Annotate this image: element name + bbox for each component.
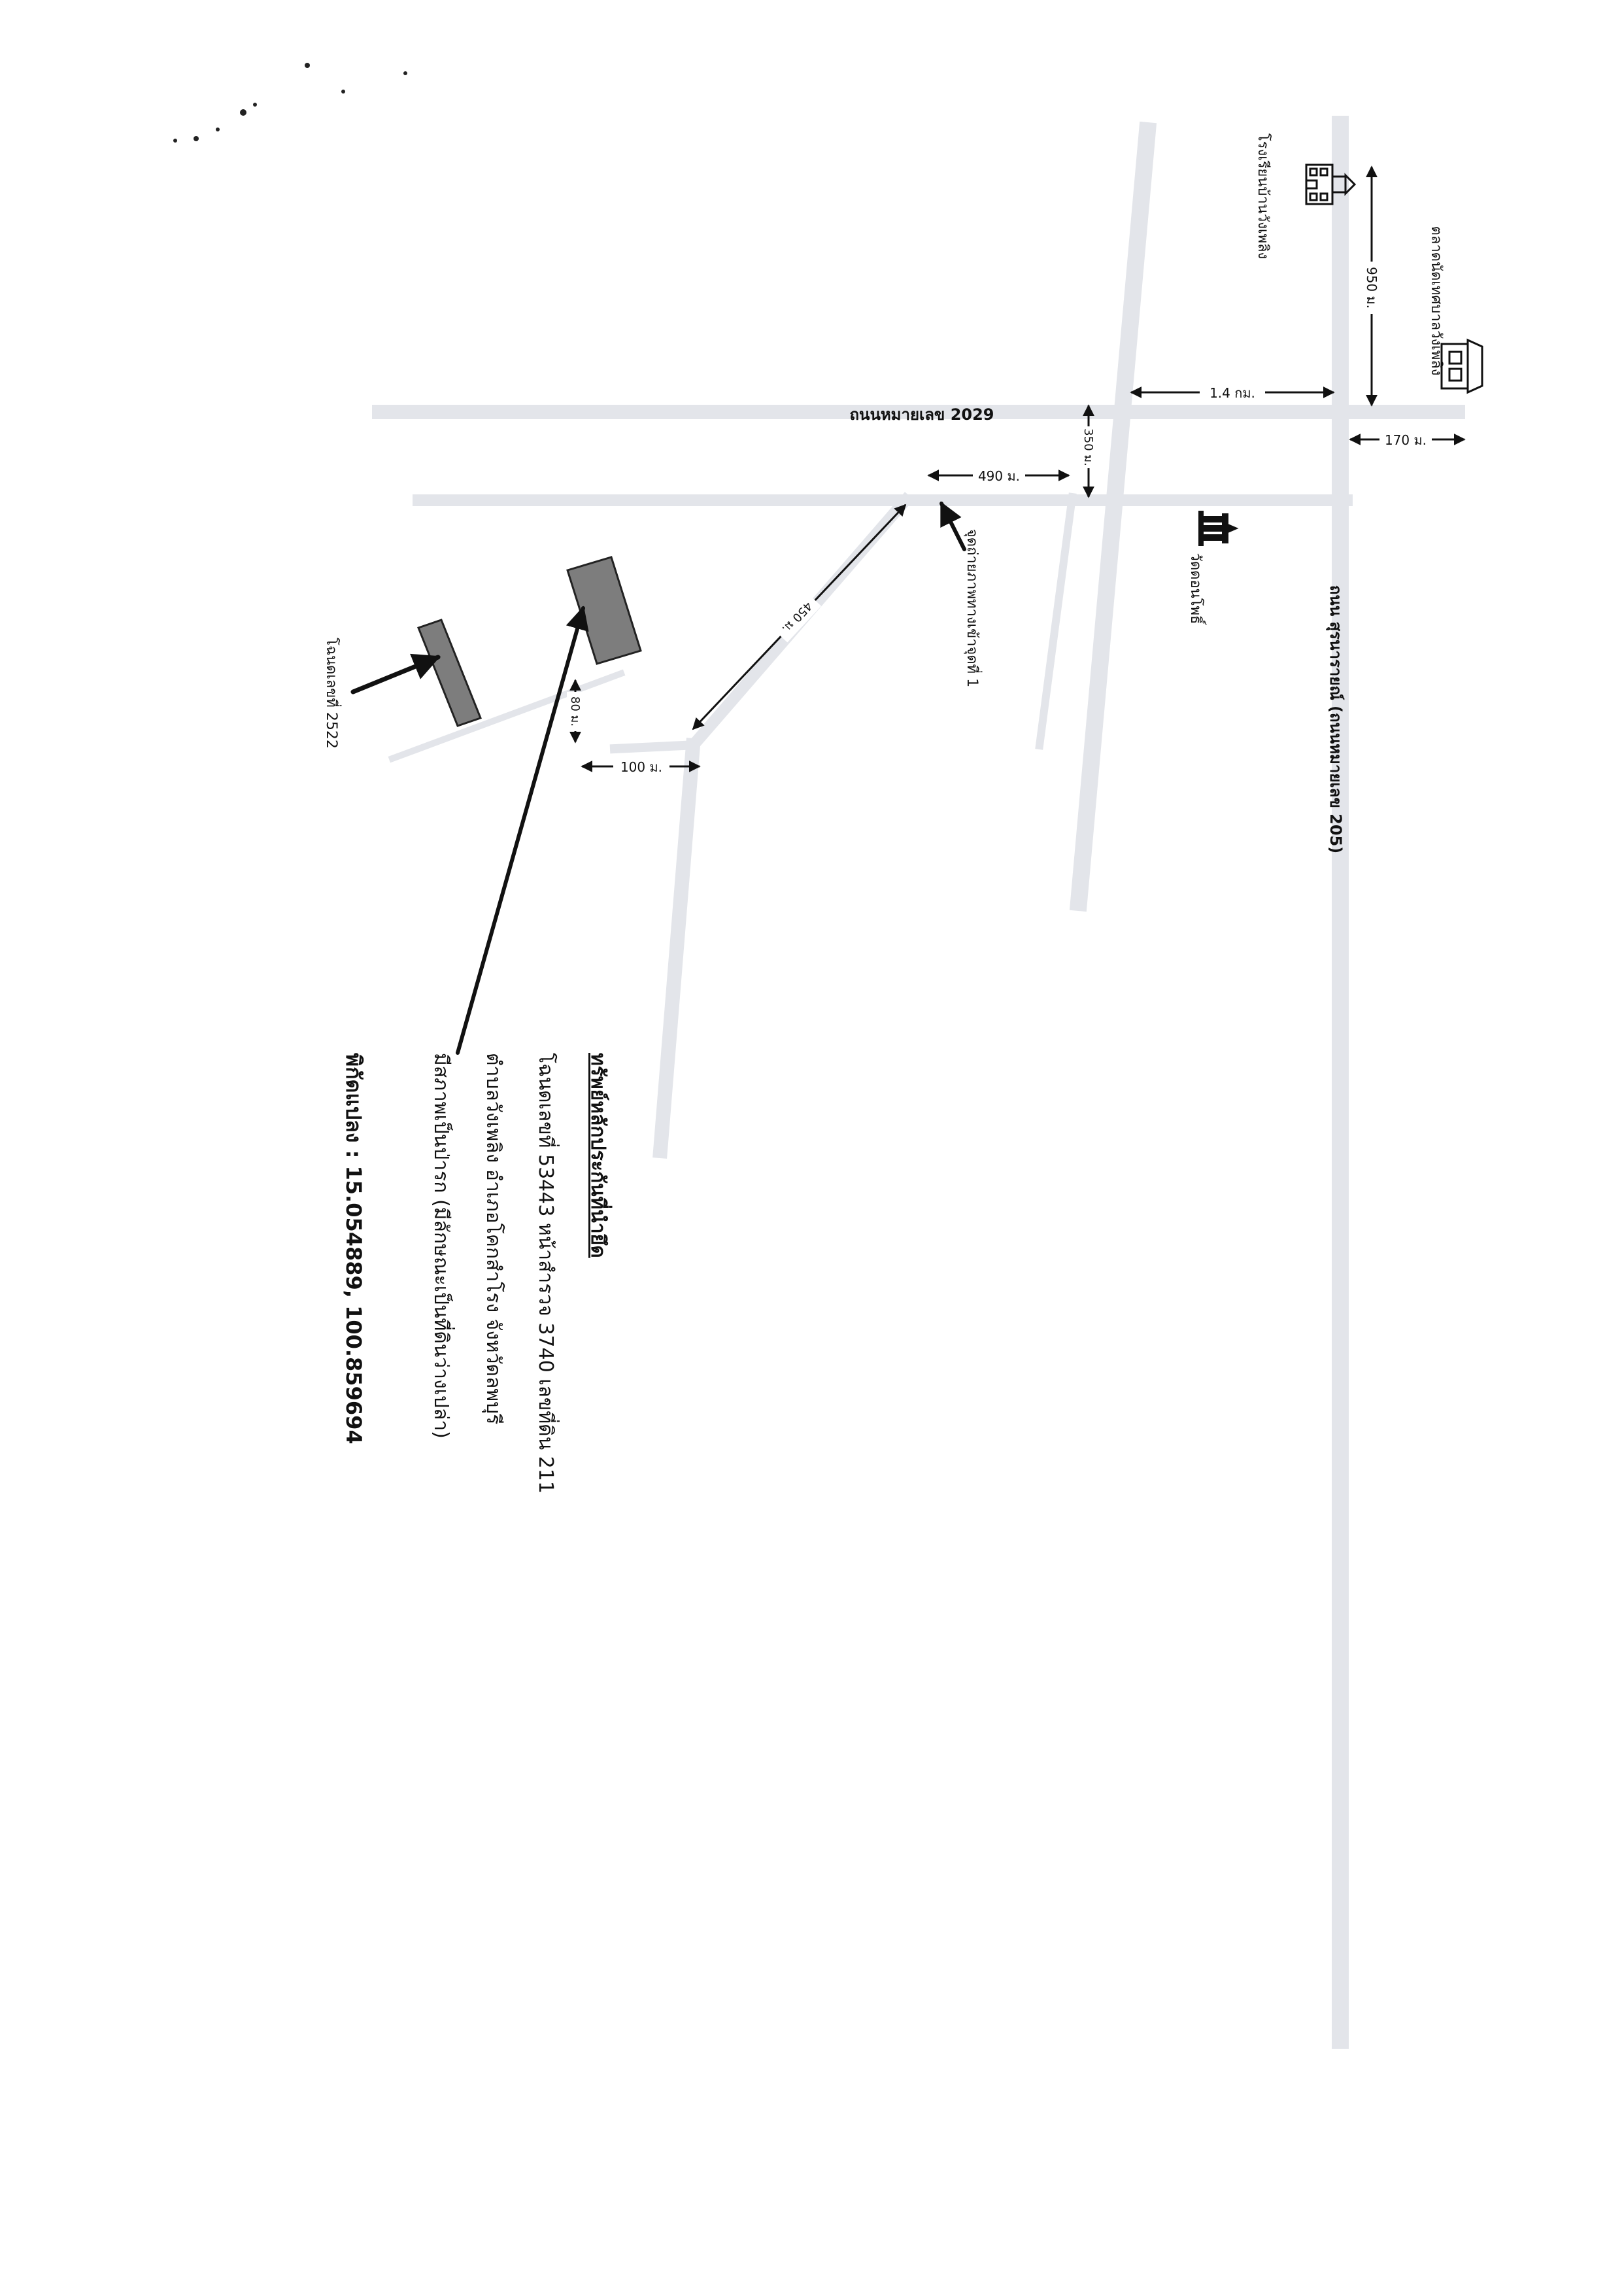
label-temple: วัดดอนโพธิ์ <box>1187 553 1206 626</box>
label-route-2029: ถนนหมายเลข 2029 <box>850 405 994 424</box>
market-icon <box>1440 338 1483 394</box>
collateral-parcel[interactable] <box>566 556 642 665</box>
collateral-line-3: มีสภาพเป็นป่ารก (มีลักษณะเป็นที่ดินว่างเ… <box>430 1053 455 1439</box>
label-80: 80 ม. <box>568 696 582 727</box>
parcel-2522-pointer <box>350 653 441 694</box>
collateral-heading: ทรัพย์หลักประกันที่นำยึด <box>586 1053 613 1258</box>
road-lane <box>652 738 701 1159</box>
label-route-205: ถนน สุรนารายณ์ (ถนนหมายเลข 205) <box>1325 585 1345 853</box>
collateral-line-1: โฉนดเลขที่ 53443 หน้าสำรวจ 3740 เลขที่ดิ… <box>534 1053 560 1494</box>
road-spur <box>1035 492 1077 750</box>
label-950: 950 ม. <box>1364 267 1379 309</box>
label-490: 490 ม. <box>978 468 1020 484</box>
label-market: ตลาดนัดเทศบาลวังเพลิง <box>1428 226 1444 376</box>
label-waypoint-1: จุดถ่ายภาพทางเข้าจุดที่ 1 <box>964 529 983 687</box>
road-side-2 <box>388 669 626 763</box>
label-170: 170 ม. <box>1385 432 1427 448</box>
school-icon <box>1305 163 1357 205</box>
collateral-pointer <box>456 606 589 1055</box>
road-north-south <box>1069 121 1157 912</box>
label-350: 350 ม. <box>1081 428 1095 466</box>
label-parcel-2522: โฉนดเลขที่ 2522 <box>323 638 342 749</box>
label-school: โรงเรียนบ้านวังเพลิง <box>1255 133 1272 259</box>
label-1-4-km: 1.4 กม. <box>1210 385 1255 401</box>
parcel-2522[interactable] <box>417 619 482 727</box>
collateral-info: ทรัพย์หลักประกันที่นำยึด โฉนดเลขที่ 5344… <box>341 1053 613 1494</box>
waypoint-pointer <box>939 501 966 551</box>
distance-labels: 1.4 กม. 950 ม. 170 ม. 490 ม. 350 ม. 450 … <box>567 262 1432 777</box>
label-100: 100 ม. <box>620 759 662 775</box>
road-side <box>609 740 688 754</box>
collateral-coordinates: พิกัดแปลง : 15.054889, 100.859694 <box>341 1053 366 1445</box>
scan-marks <box>173 63 407 143</box>
temple-icon <box>1198 511 1239 546</box>
collateral-line-2: ตำบลวังเพลิง อำเภอโคกสำโรง จังหวัดลพบุรี <box>481 1053 505 1424</box>
